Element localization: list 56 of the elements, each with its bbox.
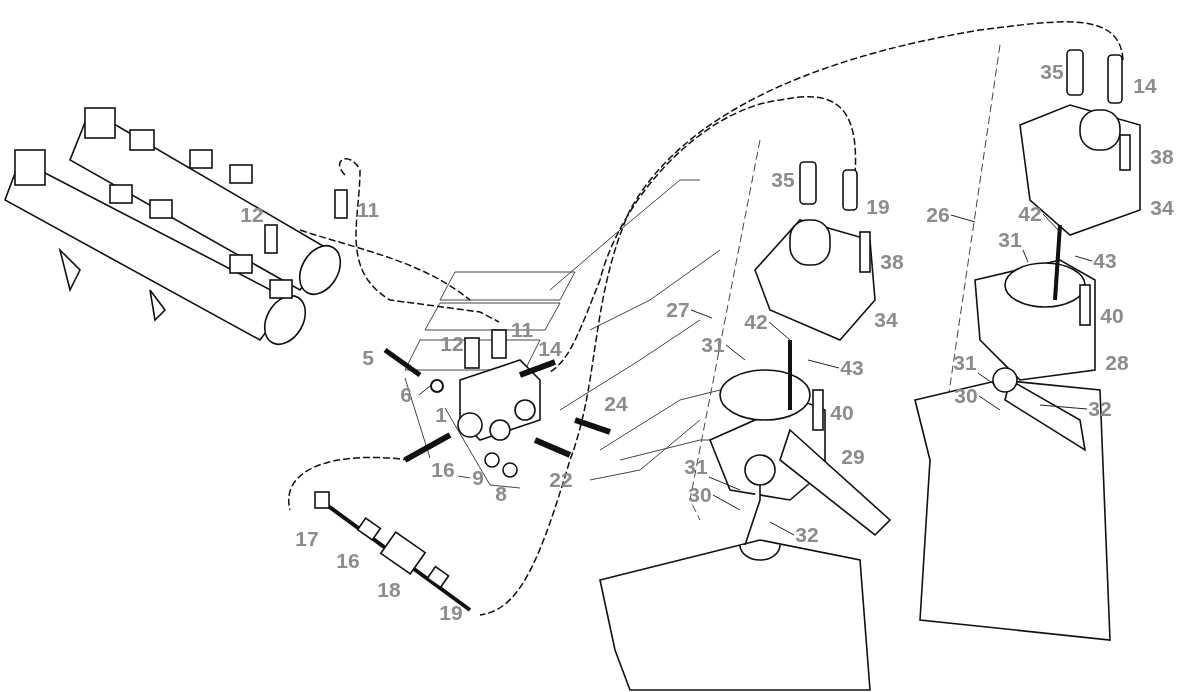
callout-number: 16 bbox=[431, 459, 455, 481]
callout-number: 32 bbox=[795, 524, 819, 546]
leader-line bbox=[418, 385, 431, 396]
leader-line bbox=[978, 395, 1001, 411]
leader-line bbox=[1074, 255, 1093, 262]
callout-number: 35 bbox=[1040, 61, 1064, 83]
callout-number: 35 bbox=[771, 169, 795, 191]
callout-number: 6 bbox=[400, 384, 412, 406]
callout-number: 31 bbox=[701, 334, 725, 356]
leader-line bbox=[950, 214, 976, 223]
leader-line bbox=[712, 494, 741, 511]
callout-number: 11 bbox=[356, 199, 380, 221]
callout-number: 42 bbox=[744, 311, 768, 333]
callout-number: 29 bbox=[841, 446, 865, 468]
callout-number: 17 bbox=[295, 528, 319, 550]
callout-number: 34 bbox=[1150, 197, 1174, 219]
callout-number: 31 bbox=[998, 229, 1022, 251]
callout-number: 43 bbox=[840, 357, 864, 379]
callout-number: 38 bbox=[1150, 146, 1174, 168]
callout-number: 40 bbox=[1100, 305, 1124, 327]
callout-number: 31 bbox=[953, 352, 977, 374]
callout-number: 9 bbox=[472, 467, 484, 489]
callout-number: 30 bbox=[688, 484, 712, 506]
callout-number: 14 bbox=[538, 338, 562, 360]
callout-number: 1 bbox=[435, 404, 447, 426]
callout-number: 42 bbox=[1018, 203, 1042, 225]
callout-number: 30 bbox=[954, 385, 978, 407]
callout-number: 19 bbox=[866, 196, 890, 218]
callout-number: 18 bbox=[377, 579, 401, 601]
callout-number: 40 bbox=[830, 402, 854, 424]
callout-number: 31 bbox=[684, 456, 708, 478]
leader-line bbox=[1039, 404, 1088, 410]
callout-number: 14 bbox=[1133, 75, 1157, 97]
leader-line bbox=[725, 344, 746, 361]
leader-line bbox=[690, 309, 713, 319]
leader-line bbox=[1022, 249, 1029, 263]
callout-number: 19 bbox=[439, 602, 463, 624]
leader-line bbox=[977, 372, 996, 386]
callout-number: 24 bbox=[604, 393, 628, 415]
callout-number: 28 bbox=[1105, 352, 1129, 374]
callout-number: 26 bbox=[926, 204, 950, 226]
callout-number: 22 bbox=[549, 469, 573, 491]
leader-line bbox=[708, 476, 741, 491]
leader-line bbox=[807, 359, 840, 369]
callout-number: 8 bbox=[495, 483, 507, 505]
callout-number: 43 bbox=[1093, 250, 1117, 272]
leader-line bbox=[1042, 213, 1061, 233]
callout-number: 12 bbox=[240, 204, 264, 226]
callout-number: 5 bbox=[362, 347, 374, 369]
callout-number: 34 bbox=[874, 309, 898, 331]
callout-number: 38 bbox=[880, 251, 904, 273]
leader-line bbox=[769, 521, 795, 536]
washer bbox=[430, 379, 444, 393]
callout-number: 16 bbox=[336, 550, 360, 572]
leader-line bbox=[768, 321, 791, 341]
callout-number: 27 bbox=[666, 299, 690, 321]
